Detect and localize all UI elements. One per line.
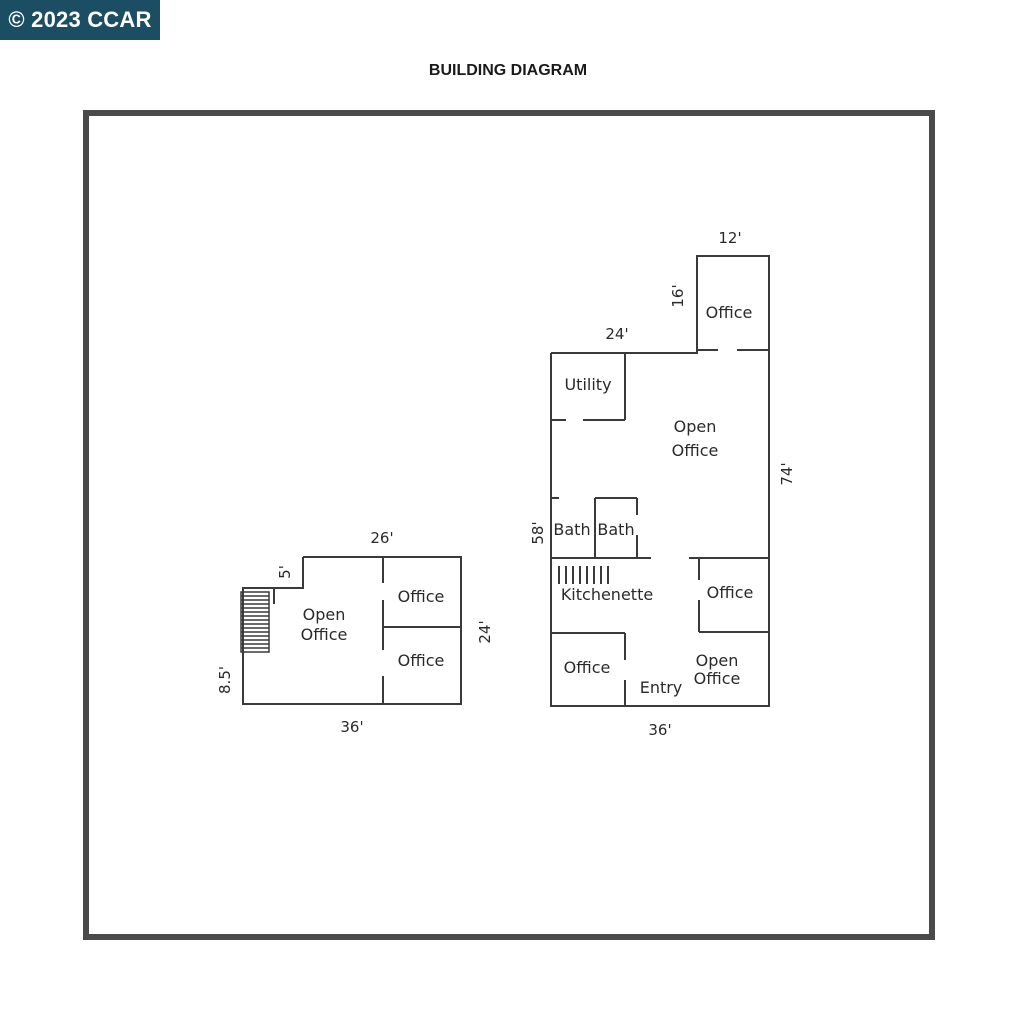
left-dim-step: 5' bbox=[276, 565, 294, 579]
copyright-watermark: © 2023 CCAR bbox=[0, 0, 160, 40]
utility-label: Utility bbox=[564, 375, 611, 394]
left-dim-right: 24' bbox=[476, 620, 494, 643]
right-dim-annex-side: 16' bbox=[669, 284, 687, 307]
right-dim-right: 74' bbox=[778, 462, 796, 485]
bath-1-label: Bath bbox=[553, 520, 590, 539]
bottom-open-office-label-2: Office bbox=[694, 669, 741, 688]
left-dim-left: 8.5' bbox=[216, 666, 234, 694]
right-dim-bottom: 36' bbox=[648, 721, 671, 739]
right-office-label: Office bbox=[707, 583, 754, 602]
kitchenette-counter-icon bbox=[558, 566, 609, 584]
bath-2-label: Bath bbox=[597, 520, 634, 539]
left-building bbox=[242, 556, 462, 705]
diagram-frame bbox=[83, 110, 935, 940]
right-building-outline bbox=[550, 255, 770, 707]
left-dim-bottom: 36' bbox=[340, 718, 363, 736]
bottom-office-label: Office bbox=[564, 658, 611, 677]
annex-office-label: Office bbox=[706, 303, 753, 322]
bottom-open-office-label-1: Open bbox=[696, 651, 739, 670]
left-dim-top: 26' bbox=[370, 529, 393, 547]
left-open-office-label-1: Open bbox=[303, 605, 346, 624]
right-open-office-label-2: Office bbox=[672, 441, 719, 460]
page-title: BUILDING DIAGRAM bbox=[428, 62, 588, 79]
left-office-top-label: Office bbox=[398, 587, 445, 606]
right-dim-top: 24' bbox=[605, 325, 628, 343]
left-open-office-label-2: Office bbox=[301, 625, 348, 644]
left-office-bottom-label: Office bbox=[398, 651, 445, 670]
stair-icon bbox=[240, 591, 270, 653]
right-building bbox=[550, 255, 770, 707]
left-building-outline bbox=[242, 556, 462, 705]
kitchenette-label: Kitchenette bbox=[561, 585, 653, 604]
entry-label: Entry bbox=[640, 678, 683, 697]
right-open-office-label-1: Open bbox=[674, 417, 717, 436]
right-dim-left: 58' bbox=[529, 521, 547, 544]
right-dim-annex-top: 12' bbox=[718, 229, 741, 247]
